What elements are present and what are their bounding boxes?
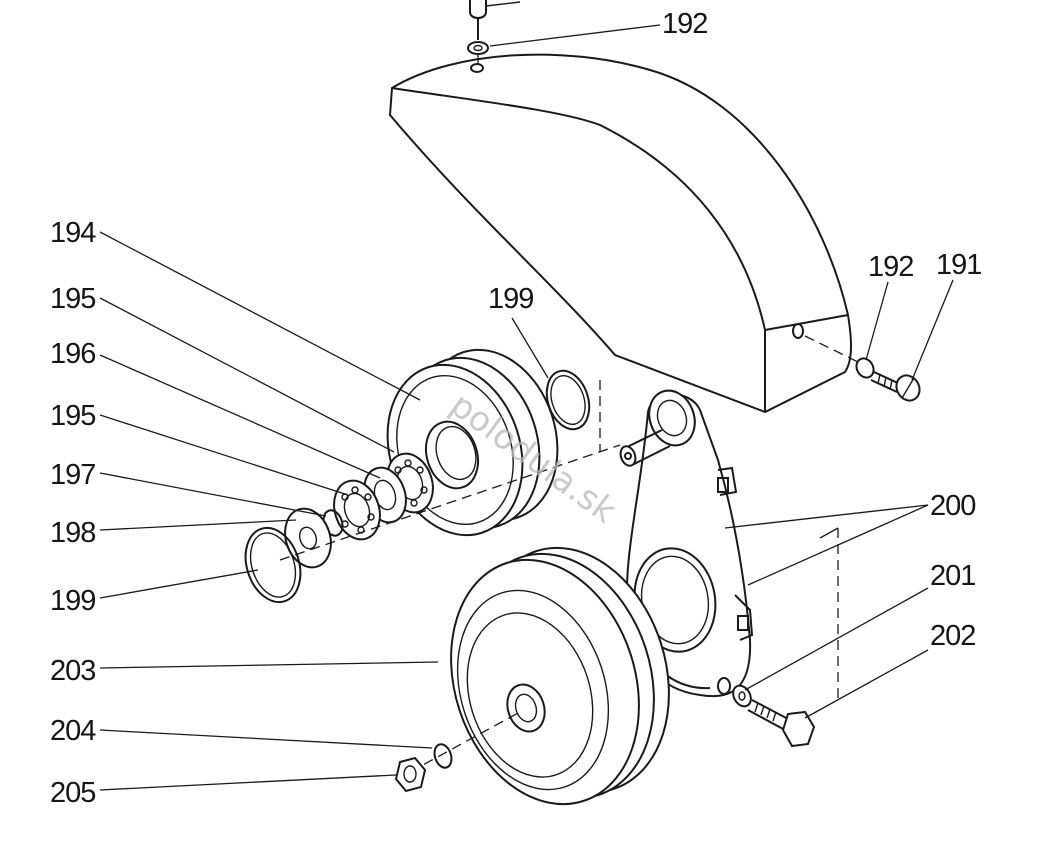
- top-bolt-and-washer: [467, 0, 521, 66]
- washer-192-top: [467, 41, 489, 55]
- cover-hole-side: [792, 323, 804, 339]
- belt-guard-cover: [388, 53, 852, 414]
- label-198: 198: [50, 517, 95, 549]
- arm-guide-lines: [819, 527, 839, 700]
- label-199-top: 199: [488, 283, 533, 315]
- label-195-a: 195: [50, 283, 95, 315]
- bolt-202-head: [781, 710, 816, 748]
- label-196: 196: [50, 338, 95, 370]
- label-203: 203: [50, 655, 95, 687]
- label-192-top: 192: [662, 8, 707, 40]
- belt-guard-edge: [764, 314, 849, 331]
- label-200: 200: [930, 490, 975, 522]
- washer-192-right: [855, 357, 875, 379]
- lower-pulley: [450, 546, 670, 806]
- part-labels: 192 192 191 194 195 196 195 197 198 199 …: [50, 8, 982, 809]
- tensioner-arm: [619, 389, 754, 698]
- label-199-left: 199: [50, 585, 95, 617]
- upper-axis-lines: [279, 380, 621, 561]
- label-202: 202: [930, 620, 975, 652]
- washer-201: [732, 684, 752, 708]
- label-201: 201: [930, 560, 975, 592]
- label-195-b: 195: [50, 400, 95, 432]
- nut-205: [394, 756, 427, 793]
- label-197: 197: [50, 459, 95, 491]
- bearing-stack: [333, 452, 434, 541]
- belt-guard-fold-line: [391, 87, 766, 412]
- label-192-right: 192: [868, 251, 913, 283]
- label-191: 191: [936, 249, 981, 281]
- bolt-202-and-washer-201: [732, 684, 816, 748]
- label-205: 205: [50, 777, 95, 809]
- right-screw-and-washer: [804, 335, 921, 402]
- belt-guard-fill: [388, 53, 852, 414]
- snap-ring-199-top: [545, 369, 591, 431]
- label-194: 194: [50, 217, 96, 249]
- label-204: 204: [50, 715, 96, 747]
- leader-lines: [99, 24, 954, 791]
- cover-hole-top: [470, 63, 484, 73]
- washer-204: [433, 743, 453, 769]
- washer-204-and-nut-205: [394, 711, 521, 793]
